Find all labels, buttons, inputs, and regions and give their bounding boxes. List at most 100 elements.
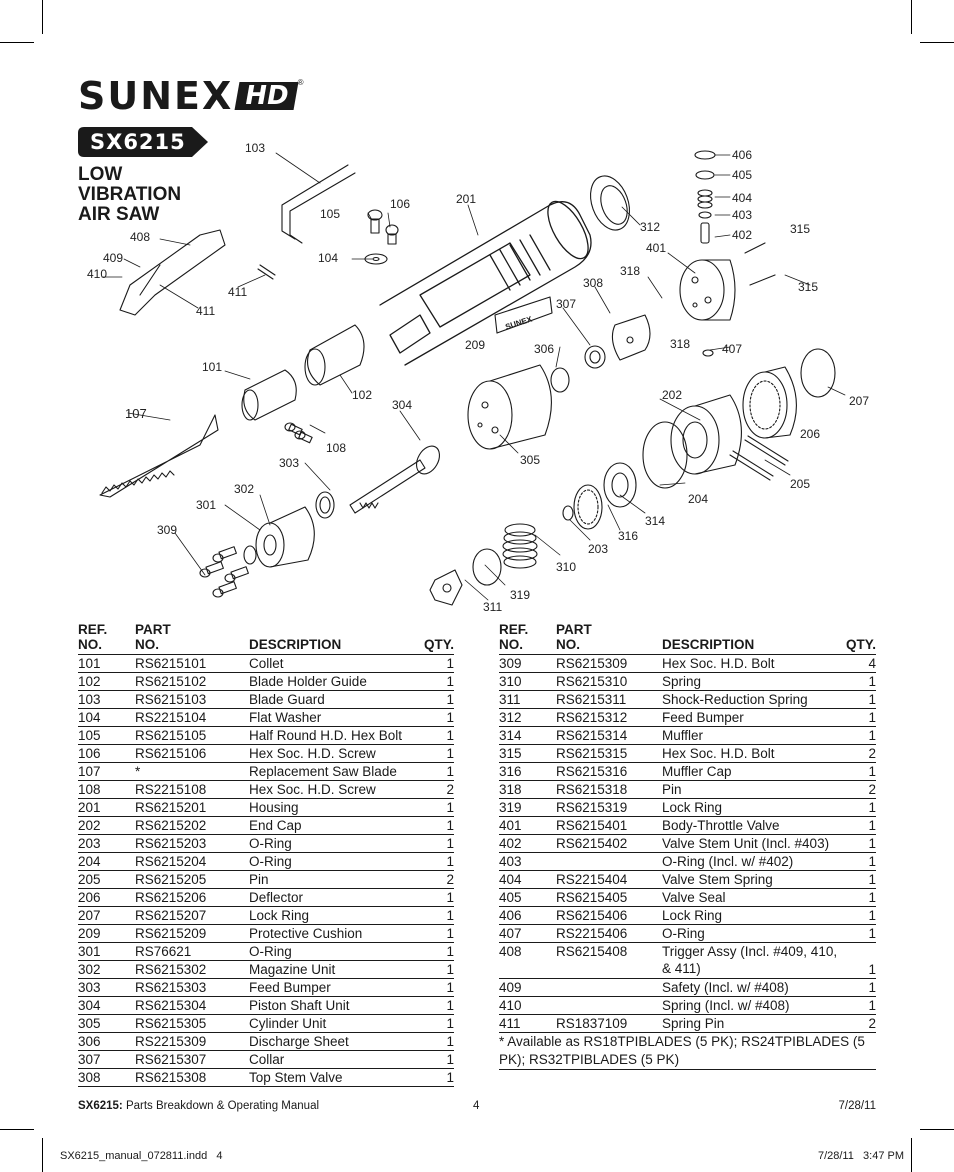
callout-103: 103 <box>245 141 266 155</box>
part-number-cell: RS6215206 <box>135 888 249 907</box>
piston-shaft-304 <box>349 445 441 514</box>
callout-318: 318 <box>670 337 691 351</box>
callout-101: 101 <box>202 360 223 374</box>
description-cell: Valve Stem Spring <box>662 870 846 889</box>
qty-cell: 1 <box>846 852 876 871</box>
crop-mark <box>911 1138 912 1172</box>
ref-cell: 303 <box>78 978 135 997</box>
part-number-cell: RS6215311 <box>556 690 662 709</box>
qty-cell: 1 <box>424 1032 454 1051</box>
qty-cell: 1 <box>424 690 454 709</box>
trigger-assy-408 <box>119 229 276 316</box>
qty-cell: 1 <box>424 942 454 961</box>
qty-cell: 4 <box>846 654 876 673</box>
ref-cell: 403 <box>499 852 556 871</box>
footer-manual-title: Parts Breakdown & Operating Manual <box>125 1100 320 1112</box>
part-number-cell: RS2215309 <box>135 1032 249 1051</box>
part-number-cell: RS6215307 <box>135 1050 249 1069</box>
qty-cell: 1 <box>424 924 454 943</box>
ref-cell: 304 <box>78 996 135 1015</box>
description-cell: Muffler <box>662 726 846 745</box>
qty-cell: 1 <box>846 708 876 727</box>
fasteners-104-106 <box>364 209 399 265</box>
callout-311: 311 <box>483 600 503 614</box>
collet-101 <box>241 369 297 421</box>
footer-date: 7/28/11 <box>838 1100 876 1112</box>
callout-106: 106 <box>390 197 411 211</box>
footnote-row: * Available as RS18TPIBLADES (5 PK); RS2… <box>499 1032 876 1070</box>
part-number-cell: RS6215202 <box>135 816 249 835</box>
ref-cell: 103 <box>78 690 135 709</box>
crop-mark <box>42 0 43 34</box>
callout-107: 107 <box>125 406 147 421</box>
model-badge: SX6215 <box>78 127 208 157</box>
muffler-314 <box>603 462 637 508</box>
qty-cell: 1 <box>424 1068 454 1087</box>
part-number-cell: RS6215106 <box>135 744 249 763</box>
qty-cell: 2 <box>424 870 454 889</box>
ref-cell: 204 <box>78 852 135 871</box>
part-number-cell: RS6215319 <box>556 798 662 817</box>
ref-cell: 106 <box>78 744 135 763</box>
callout-312: 312 <box>640 220 661 234</box>
end-cap-202 <box>670 394 742 475</box>
svg-text:SUNEX: SUNEX <box>504 314 534 331</box>
header-description: DESCRIPTION <box>662 622 846 655</box>
qty-cell: 1 <box>846 870 876 889</box>
description-cell: Feed Bumper <box>249 978 424 997</box>
blade-footnote: * Available as RS18TPIBLADES (5 PK); RS2… <box>499 1032 876 1070</box>
model-badge-shape <box>78 127 208 157</box>
qty-cell: 1 <box>424 816 454 835</box>
ref-cell: 307 <box>78 1050 135 1069</box>
part-number-cell: RS6215209 <box>135 924 249 943</box>
callout-402: 402 <box>732 228 753 242</box>
callout-319: 319 <box>510 588 531 602</box>
ref-cell: 315 <box>499 744 556 763</box>
description-cell: Collet <box>249 654 424 673</box>
callout-301: 301 <box>196 498 217 512</box>
callout-405: 405 <box>732 168 753 182</box>
callout-410: 410 <box>87 267 108 281</box>
description-cell: O-Ring <box>662 924 846 943</box>
description-cell: Lock Ring <box>662 906 846 925</box>
callout-309: 309 <box>157 523 178 537</box>
qty-cell: 2 <box>424 780 454 799</box>
ref-cell: 407 <box>499 924 556 943</box>
ref-cell: 318 <box>499 780 556 799</box>
part-number-cell: RS6215406 <box>556 906 662 925</box>
callout-310: 310 <box>556 560 577 574</box>
ref-cell: 205 <box>78 870 135 889</box>
qty-cell: 1 <box>424 834 454 853</box>
part-number-cell: RS6215201 <box>135 798 249 817</box>
deflector-206 <box>742 366 797 439</box>
shock-reduction-spring-311 <box>429 569 463 606</box>
description-cell: Pin <box>662 780 846 799</box>
description-cell: Valve Stem Unit (Incl. #403) <box>662 834 846 853</box>
callout-201: 201 <box>456 192 477 206</box>
description-cell: Spring <box>662 672 846 691</box>
qty-cell: 1 <box>846 906 876 925</box>
o-ring-203 <box>562 505 574 521</box>
ref-cell: 314 <box>499 726 556 745</box>
crop-mark <box>0 42 34 43</box>
ref-cell: 404 <box>499 870 556 889</box>
hex-bolts-309 <box>199 546 249 598</box>
